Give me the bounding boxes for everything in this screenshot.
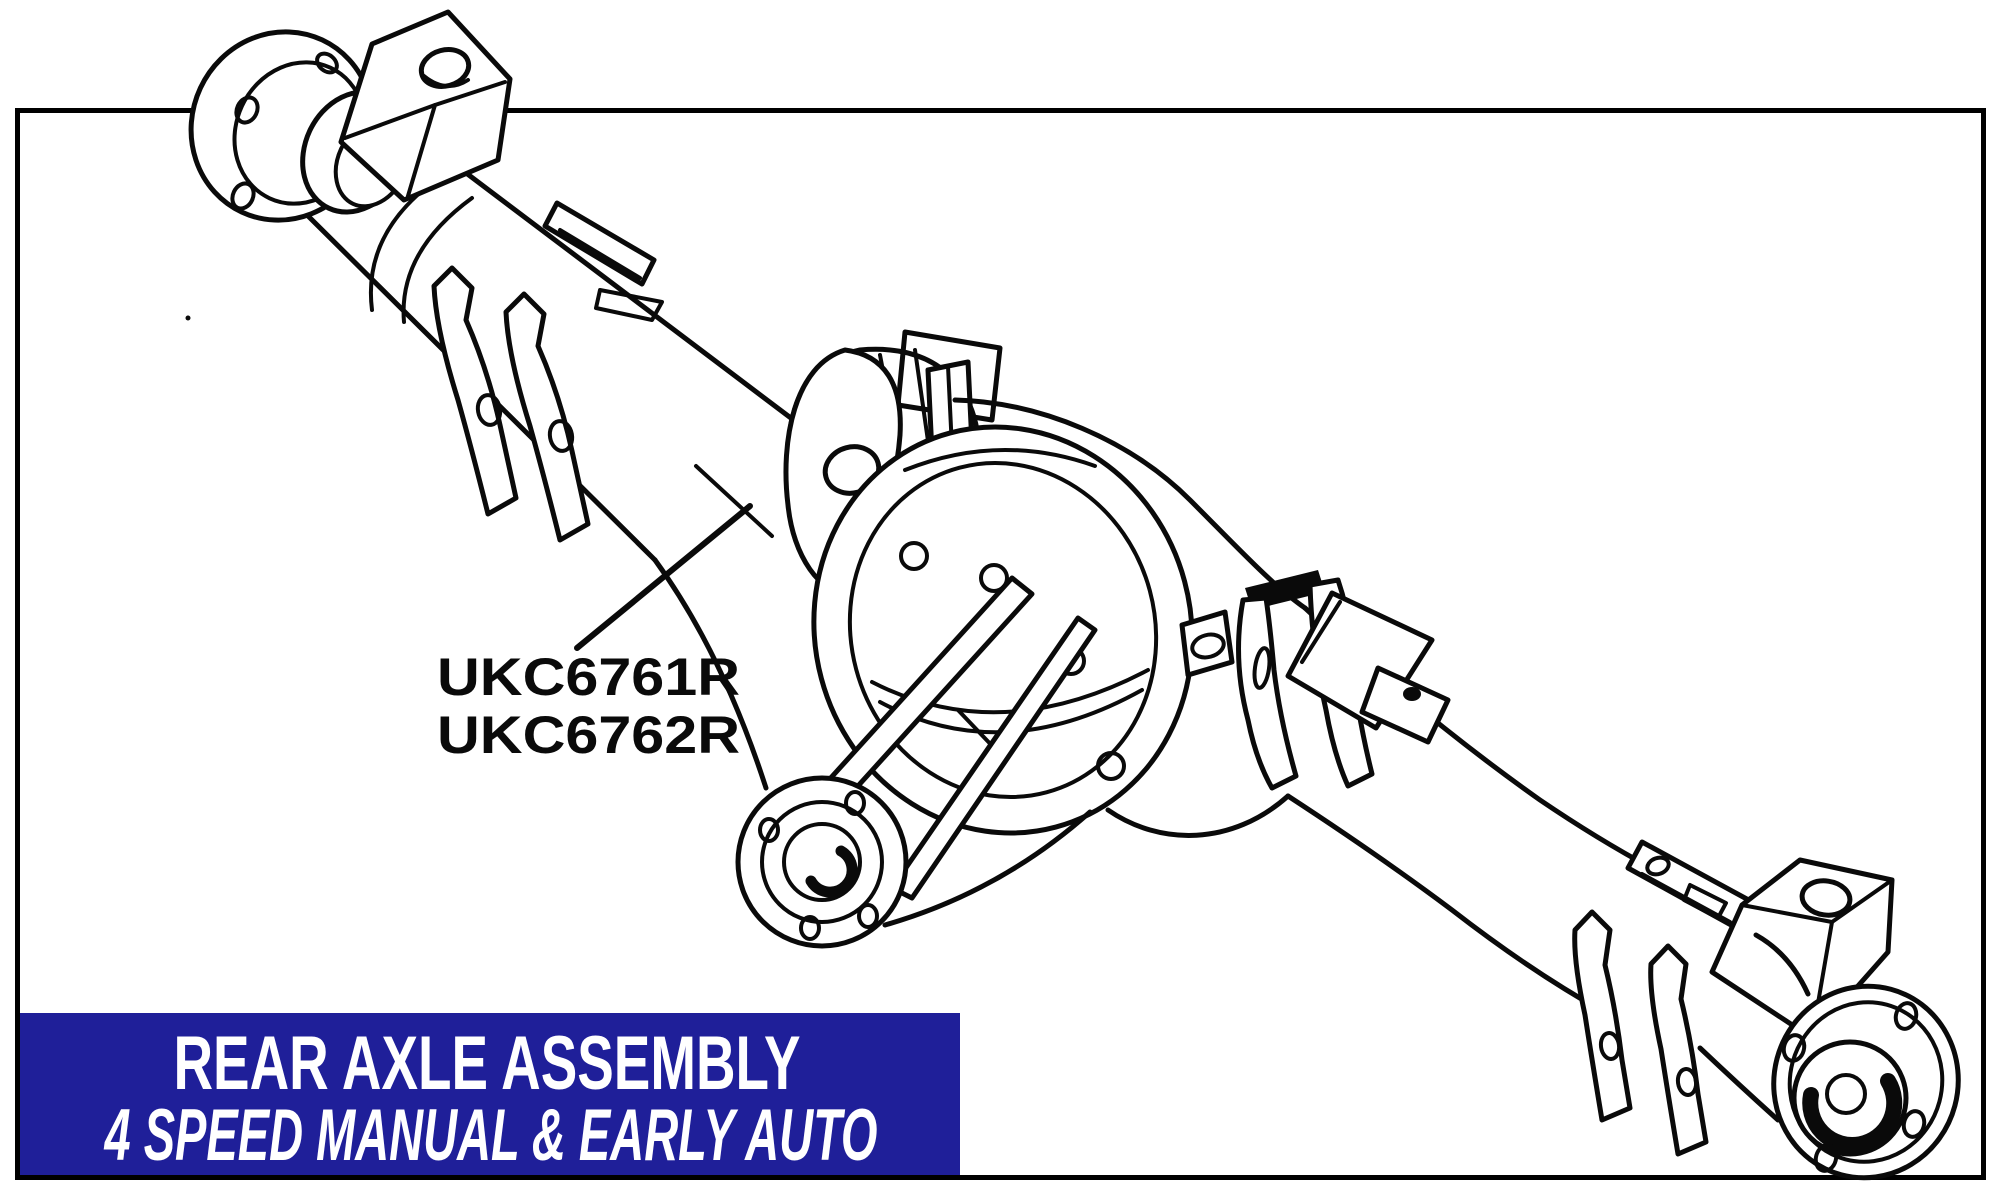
differential-housing [952, 397, 1308, 838]
bolt-hole [315, 51, 339, 75]
bolt-hole [1781, 1033, 1807, 1063]
bolt-hole [844, 790, 866, 816]
leader-line [574, 503, 753, 651]
bracket-hole [1799, 878, 1853, 918]
part-callout: UKC6761R UKC6762R [437, 503, 753, 765]
print-speck [185, 315, 191, 321]
cover-bolt [979, 563, 1009, 593]
bolt-hole [1893, 1001, 1919, 1031]
cover-bolt [899, 541, 929, 571]
bolt-hole [857, 903, 879, 929]
bolt-hole [230, 181, 256, 211]
left-mount-bracket [338, 9, 513, 203]
banner-title: REAR AXLE ASSEMBLY [174, 1021, 801, 1106]
part-number-1: UKC6761R [437, 648, 740, 707]
bolt-hole [1901, 1109, 1927, 1139]
stub-axle [1697, 932, 1811, 1123]
bolt-hole [1813, 1143, 1839, 1173]
spring-pad-left [542, 200, 664, 322]
bolt-hole [799, 915, 821, 941]
banner-subtitle: 4 SPEED MANUAL & EARLY AUTO [103, 1095, 877, 1176]
bolt-hole [758, 817, 780, 843]
spring-plates-right [1572, 909, 1709, 1157]
banner-background [20, 1013, 960, 1175]
bolt-hole [234, 95, 260, 125]
spring-plates-left [431, 265, 591, 543]
wheel-flange [1771, 983, 1961, 1181]
cover-bolt [1096, 751, 1126, 781]
bump-stop-bracket-right [1179, 570, 1451, 791]
part-number-2: UKC6762R [437, 706, 740, 765]
hub-bore [1791, 1039, 1909, 1157]
pinion-assembly [735, 575, 1098, 949]
title-banner: REAR AXLE ASSEMBLY 4 SPEED MANUAL & EARL… [20, 1013, 960, 1176]
